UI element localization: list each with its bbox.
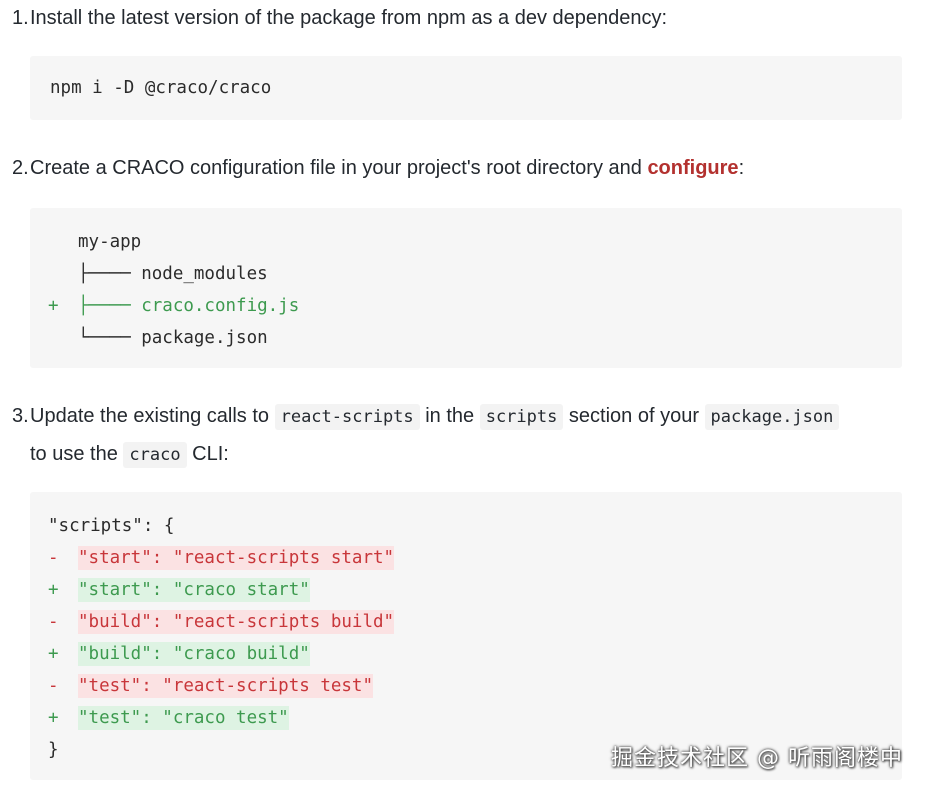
inline-code-craco: craco [123, 442, 187, 468]
tree-branch: ├──── [78, 296, 142, 316]
code-line: npm i -D @craco/craco [50, 78, 272, 98]
diff-text: "start": "react-scripts start" [78, 546, 395, 570]
tree-root-label: my-app [78, 232, 142, 252]
diff-text: "build": "react-scripts build" [78, 610, 395, 634]
step-text: section of your [563, 405, 705, 427]
diff-line-removed: -"start": "react-scripts start" [48, 542, 882, 574]
step-number: 3. [12, 405, 29, 427]
tree-row: + ├──── craco.config.js [48, 290, 882, 322]
diff-marker: + [48, 708, 59, 728]
step-number: 1. [12, 7, 29, 29]
step-text: to use the [30, 443, 124, 465]
step-text: Update the existing calls to [30, 405, 275, 427]
code-block-scripts-diff: "scripts": { -"start": "react-scripts st… [30, 492, 902, 780]
code-line: } [48, 740, 59, 760]
diff-marker: - [48, 548, 59, 568]
tree-row: └──── package.json [48, 322, 882, 354]
step-number: 2. [12, 157, 29, 179]
diff-marker [48, 258, 78, 290]
diff-text: "build": "craco build" [78, 642, 310, 666]
configure-link[interactable]: configure [647, 157, 739, 179]
tree-file-name: craco.config.js [141, 296, 300, 316]
diff-marker: + [48, 644, 59, 664]
diff-marker: + [48, 580, 59, 600]
diff-marker: + [48, 296, 59, 316]
tree-branch: └──── [78, 328, 142, 348]
diff-line-added: + "build": "craco build" [48, 638, 882, 670]
tree-file-name: package.json [141, 328, 268, 348]
diff-text: "start": "craco start" [78, 578, 310, 602]
diff-line-removed: -"build": "react-scripts build" [48, 606, 882, 638]
step-3: 3.Update the existing calls to react-scr… [12, 398, 917, 474]
step-2: 2.Create a CRACO configuration file in y… [12, 150, 917, 187]
step-1: 1.Install the latest version of the pack… [12, 0, 917, 37]
code-block-install: npm i -D @craco/craco [30, 56, 902, 120]
tree-branch: ├──── [78, 264, 142, 284]
inline-code-package-json: package.json [704, 404, 840, 430]
tree-file-name: node_modules [141, 264, 268, 284]
step-text-suffix: : [738, 157, 745, 179]
tree-root: my-app [48, 226, 882, 258]
diff-line-added: + "test": "craco test" [48, 702, 882, 734]
code-line: "scripts": { [48, 516, 175, 536]
step-text: Create a CRACO configuration file in you… [30, 157, 648, 179]
diff-marker: - [48, 612, 59, 632]
step-text: Install the latest version of the packag… [30, 7, 668, 29]
diff-marker: - [48, 676, 59, 696]
diff-text: "test": "react-scripts test" [78, 674, 374, 698]
code-block-file-tree: my-app ├──── node_modules + ├──── craco.c… [30, 208, 902, 368]
diff-line-added: + "start": "craco start" [48, 574, 882, 606]
step-text: in the [419, 405, 480, 427]
tree-row: ├──── node_modules [48, 258, 882, 290]
diff-line-removed: -"test": "react-scripts test" [48, 670, 882, 702]
inline-code-scripts: scripts [479, 404, 564, 430]
diff-marker [48, 322, 78, 354]
inline-code-react-scripts: react-scripts [274, 404, 420, 430]
watermark: 掘金技术社区 @ 听雨阁楼中 [611, 746, 903, 771]
diff-text: "test": "craco test" [78, 706, 289, 730]
step-text: CLI: [186, 443, 229, 465]
